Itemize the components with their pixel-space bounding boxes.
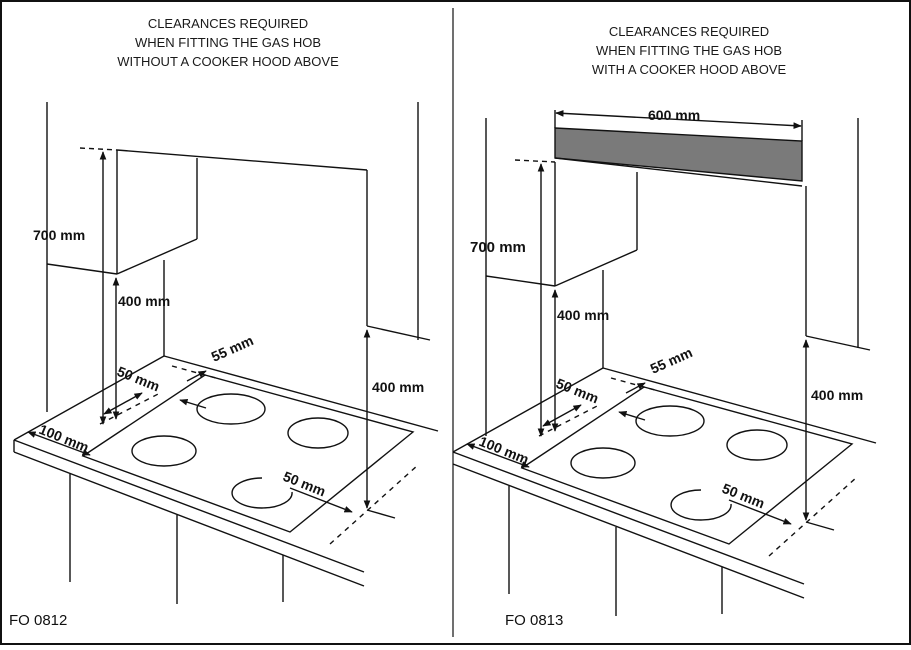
dashed-line (329, 464, 419, 545)
figure-code: FO 0812 (9, 612, 68, 629)
burner (726, 429, 788, 461)
dimension-arrow (179, 399, 207, 409)
dimension-arrow (618, 411, 646, 421)
label-side-height: 400 mm (372, 379, 424, 395)
dimension-back-gap (625, 382, 646, 394)
dashed-line (610, 377, 656, 391)
label-cabinet-gap: 400 mm (557, 307, 609, 323)
burner (131, 435, 197, 467)
label-back-gap: 55 mm (648, 344, 695, 377)
title-line: WHEN FITTING THE GAS HOB (595, 43, 783, 58)
panel-title-without-hood: CLEARANCES REQUIRED WHEN FITTING THE GAS… (18, 14, 438, 71)
label-front-left: 100 mm (37, 421, 91, 455)
hob-outline (520, 386, 854, 545)
burner (670, 489, 732, 521)
burner (231, 477, 293, 509)
cooker-hood (554, 127, 803, 182)
dimension-right-gap (728, 499, 792, 525)
burner (635, 405, 705, 437)
panel-with-hood (452, 110, 877, 616)
label-upper-height: 700 mm (470, 239, 526, 256)
dimension-left-gap (103, 392, 143, 415)
upper-cabinet (46, 149, 368, 275)
label-back-gap: 55 mm (209, 332, 256, 365)
back-wall-right (805, 118, 871, 351)
upper-cabinet (485, 162, 638, 287)
label-left-gap: 50 mm (554, 375, 601, 406)
title-line: CLEARANCES REQUIRED (608, 24, 770, 39)
hood-bottom (554, 157, 803, 187)
dashed-line (768, 476, 858, 557)
dimension-left-gap (542, 404, 582, 427)
title-line: WITH A COOKER HOOD ABOVE (591, 62, 787, 77)
dimension-back-gap (186, 370, 207, 382)
label-side-height: 400 mm (811, 387, 863, 403)
dashed-line (99, 391, 163, 425)
burner (570, 447, 636, 479)
label-right-gap: 50 mm (720, 480, 767, 511)
dashed-line (514, 159, 556, 163)
dimension-hood-width (555, 110, 802, 129)
panel-without-hood (13, 102, 439, 604)
worktop (13, 355, 439, 604)
label-upper-height: 700 mm (33, 227, 85, 243)
worktop (452, 367, 877, 616)
panel-title-with-hood: CLEARANCES REQUIRED WHEN FITTING THE GAS… (479, 22, 899, 79)
dimension-front-left (27, 431, 91, 456)
figure-code: FO 0813 (505, 612, 564, 629)
label-cabinet-gap: 400 mm (118, 293, 170, 309)
leader-line (805, 521, 835, 531)
dashed-line (171, 365, 217, 379)
burner (287, 417, 349, 449)
dashed-line (538, 403, 602, 437)
label-left-gap: 50 mm (115, 363, 162, 394)
back-wall-right (366, 102, 431, 341)
dashed-line (79, 147, 118, 151)
label-right-gap: 50 mm (281, 468, 328, 499)
hob-outline (81, 374, 415, 533)
label-front-left: 100 mm (477, 433, 531, 467)
leader-line (366, 509, 396, 519)
title-line: WHEN FITTING THE GAS HOB (134, 35, 322, 50)
title-line: CLEARANCES REQUIRED (147, 16, 309, 31)
title-line: WITHOUT A COOKER HOOD ABOVE (117, 54, 339, 69)
dimension-right-gap (289, 487, 353, 513)
label-hood-width: 600 mm (648, 107, 700, 123)
burner (196, 393, 266, 425)
dimension-front-left (466, 443, 530, 468)
